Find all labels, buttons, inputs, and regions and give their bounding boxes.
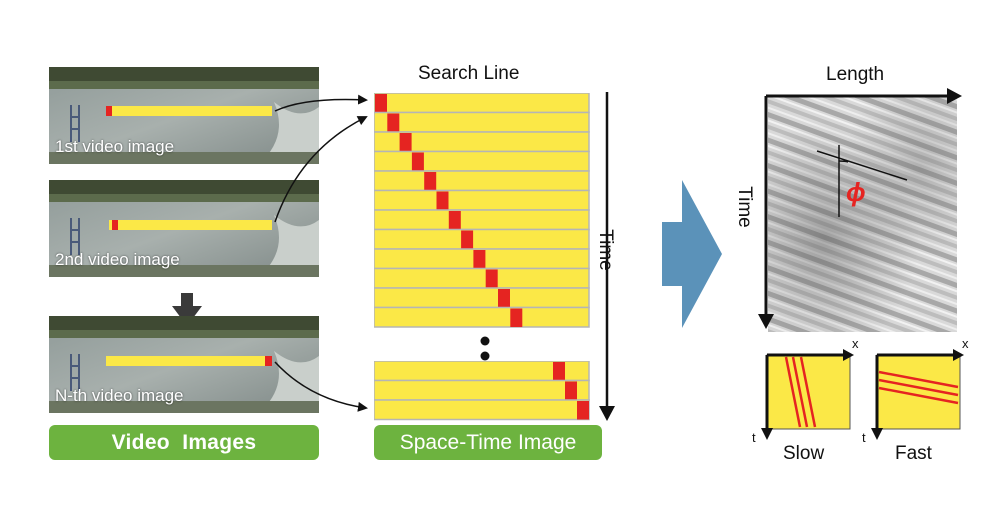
video-frame-n: N-th video image: [49, 316, 319, 413]
space-time-marker: [424, 172, 437, 191]
space-time-marker: [577, 401, 589, 420]
video-frame-2: 2nd video image: [49, 180, 319, 277]
space-time-row: [374, 189, 590, 211]
space-time-row: [374, 111, 590, 133]
slow-label: Slow: [783, 443, 825, 464]
frame-caption: N-th video image: [55, 386, 184, 405]
streak-angle-line: [816, 150, 908, 181]
space-time-marker: [498, 289, 510, 308]
slow-example-plot: [761, 349, 854, 440]
length-time-axes: [758, 88, 962, 329]
space-time-row: [374, 93, 590, 114]
space-time-row: [374, 170, 590, 192]
right-arrow-icon: [662, 180, 722, 328]
length-axis-label: Length: [826, 64, 885, 85]
search-point-marker: [106, 106, 112, 116]
space-time-marker: [375, 94, 387, 113]
video-images-label: Video Images: [49, 425, 319, 460]
space-time-marker: [436, 191, 449, 210]
fast-label: Fast: [895, 443, 932, 464]
search-line-bar: [106, 106, 272, 116]
space-time-marker: [565, 381, 577, 400]
space-time-marker: [411, 152, 424, 171]
space-time-row: [374, 399, 590, 421]
space-time-top: [374, 93, 590, 328]
result-time-axis-label: Time: [734, 186, 755, 228]
space-time-marker: [510, 308, 523, 327]
river-photo-1: [49, 67, 319, 164]
video-frame-1: 1st video image: [49, 67, 319, 164]
frame-caption: 2nd video image: [55, 250, 180, 269]
search-line-bar: [106, 356, 272, 366]
slow-x-axis-label: x: [852, 336, 859, 351]
fast-t-axis-label: t: [862, 430, 866, 445]
frame-caption: 1st video image: [55, 137, 175, 156]
search-line-title: Search Line: [418, 63, 520, 84]
arrow-frame2: [274, 116, 368, 223]
space-time-marker: [485, 269, 498, 288]
space-time-row: [374, 228, 590, 250]
space-time-row: [374, 267, 590, 289]
river-photo-2: [49, 180, 319, 277]
space-time-row: [374, 150, 590, 172]
angle-phi-symbol: ϕ: [846, 177, 866, 207]
space-time-marker: [448, 211, 461, 230]
space-time-marker: [553, 362, 565, 381]
space-time-texture: [768, 97, 957, 332]
space-time-image-label: Space-Time Image: [374, 425, 602, 460]
time-arrow: [599, 92, 615, 421]
space-time-marker: [461, 230, 474, 249]
space-time-marker: [473, 250, 486, 269]
search-line-bar: [109, 220, 272, 230]
space-time-row: [374, 209, 590, 231]
space-time-row: [374, 287, 590, 309]
space-time-bottom: [374, 361, 590, 421]
arrow-framen: [274, 361, 368, 412]
space-time-row: [374, 379, 590, 401]
arrow-frame1: [274, 94, 368, 112]
space-time-row: [374, 306, 590, 328]
search-point-marker: [265, 356, 272, 366]
continuation-dots: [480, 336, 490, 361]
fast-x-axis-label: x: [962, 336, 969, 351]
space-time-marker: [399, 133, 412, 152]
search-point-marker: [112, 220, 118, 230]
time-axis-label: Time: [595, 229, 616, 271]
fast-example-plot: [871, 349, 964, 440]
slow-t-axis-label: t: [752, 430, 756, 445]
space-time-marker: [387, 113, 400, 132]
